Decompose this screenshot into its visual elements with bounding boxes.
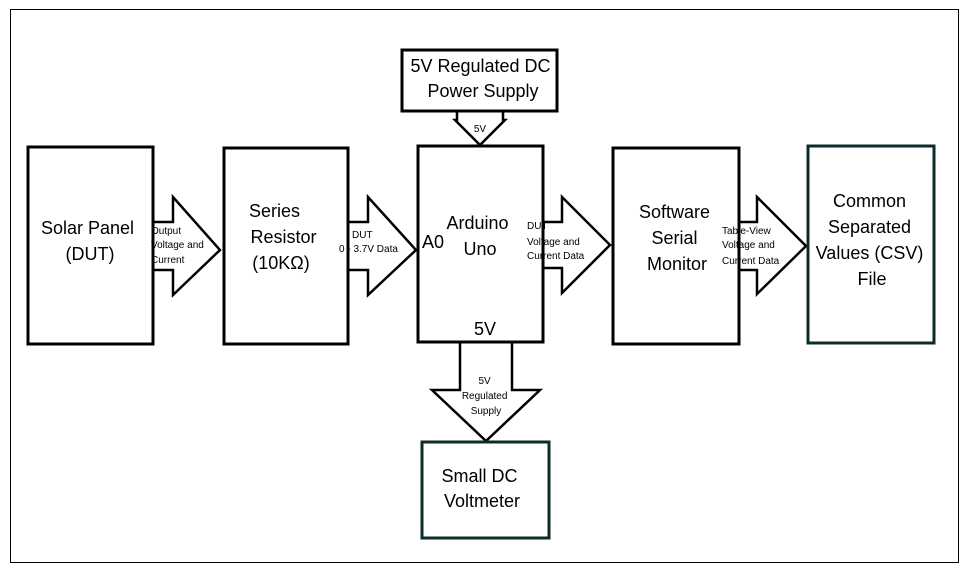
solar-to-resistor-label: Output Voltage and Current	[151, 226, 207, 266]
series-resistor-box	[222, 146, 350, 346]
power-to-arduino-label: 5V	[474, 124, 487, 135]
solar-panel-label: Solar Panel (DUT)	[41, 218, 139, 264]
arduino-pin-5v-label: 5V	[474, 319, 496, 339]
solar-panel-box	[26, 145, 155, 346]
power-supply-label: 5V Regulated DC Power Supply	[410, 56, 555, 101]
arrow-arduino-to-monitor	[541, 193, 612, 297]
voltmeter-label: Small DC Voltmeter	[441, 466, 522, 511]
arrow-monitor-to-csv	[736, 193, 808, 297]
serial-monitor-box	[611, 146, 741, 346]
arrow-resistor-to-arduino	[345, 193, 418, 298]
series-resistor-label: Series Resistor (10KΩ)	[249, 201, 322, 273]
arrow-solar-to-resistor	[150, 193, 222, 298]
monitor-to-csv-label: Table-View Voltage and Current Data	[722, 226, 780, 267]
arduino-uno-box	[416, 144, 545, 344]
arduino-to-voltmeter-label: 5V Regulated Supply	[462, 376, 510, 417]
arduino-to-monitor-label: DUT Voltage and Current Data	[527, 221, 585, 262]
csv-file-label: Common Separated Values (CSV) File	[816, 191, 929, 289]
serial-monitor-label: Software Serial Monitor	[639, 202, 715, 274]
voltmeter-box	[420, 440, 551, 540]
arduino-pin-a0-label: A0	[422, 232, 444, 252]
diagram-frame	[10, 9, 959, 563]
arrow-arduino-to-voltmeter	[428, 340, 544, 443]
csv-file-box	[806, 144, 936, 345]
resistor-to-arduino-label: DUT 0 - 3.7V Data	[339, 230, 398, 255]
power-supply-box	[400, 48, 559, 113]
arduino-uno-label: Arduino Uno	[446, 213, 513, 259]
